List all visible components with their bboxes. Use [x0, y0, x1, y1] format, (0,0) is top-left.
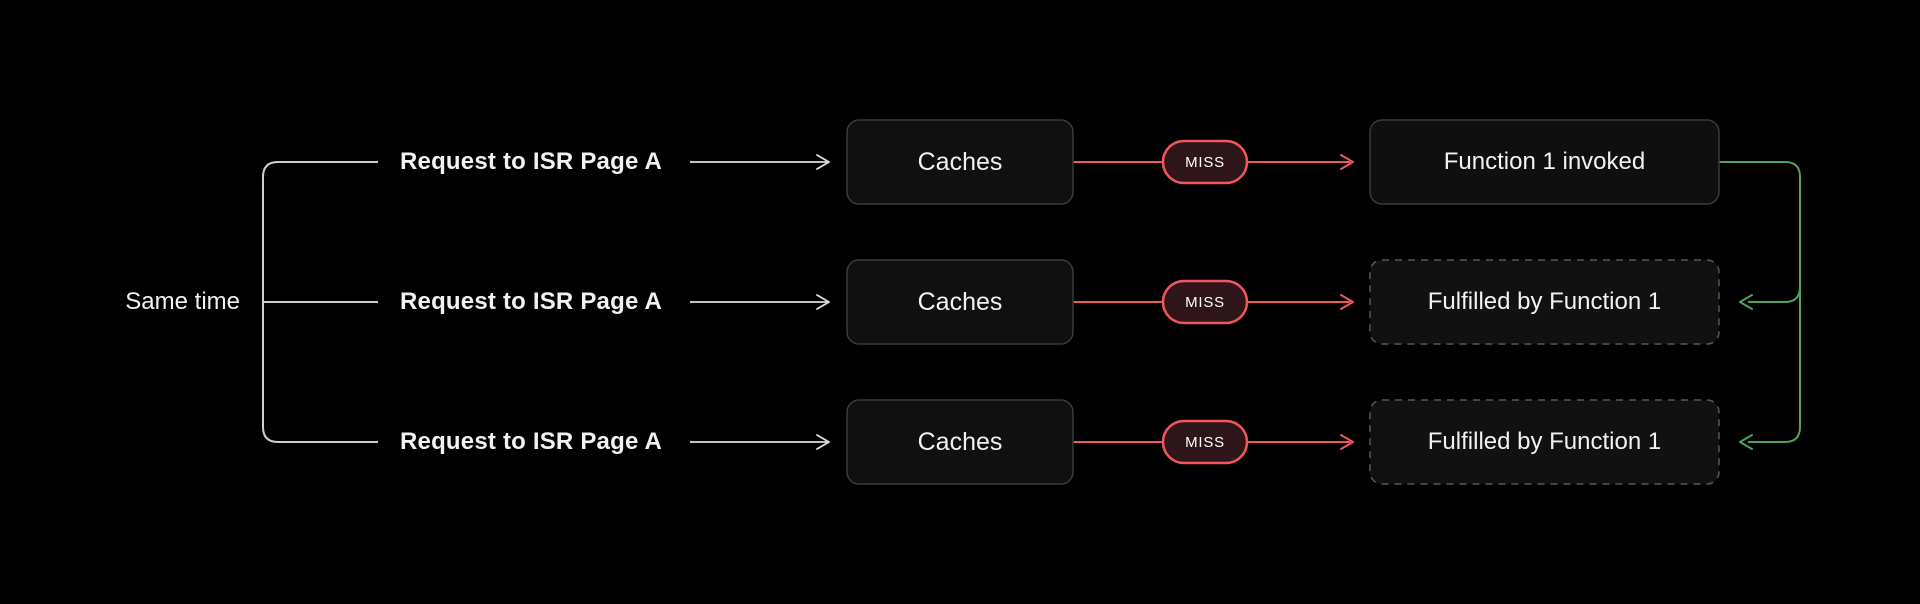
miss-label-row-2: MISS — [1185, 293, 1225, 311]
same-time-label: Same time — [125, 288, 240, 315]
result-label-row-3: Fulfilled by Function 1 — [1427, 428, 1662, 455]
request-arrow-row-3 — [690, 434, 830, 450]
arrow-right-icon — [1340, 434, 1354, 450]
request-label-row-1: Request to ISR Page A — [399, 148, 663, 175]
request-arrow-row-2 — [690, 294, 830, 310]
request-arrow-row-1 — [690, 154, 830, 170]
miss-connector-row-2 — [1073, 294, 1354, 310]
request-label-row-2: Request to ISR Page A — [399, 288, 663, 315]
arrow-right-icon — [816, 434, 830, 450]
arrow-right-icon — [1340, 154, 1354, 170]
cache-label-row-2: Caches — [917, 287, 1003, 316]
fulfilled-box-row-3 — [1369, 399, 1720, 485]
miss-badge-row-1 — [1161, 139, 1249, 185]
cache-label-row-3: Caches — [917, 427, 1003, 456]
miss-label-row-3: MISS — [1185, 433, 1225, 451]
function-invoked-box — [1369, 119, 1720, 205]
arrow-right-icon — [816, 154, 830, 170]
arrow-left-icon — [1739, 434, 1753, 450]
arrow-right-icon — [816, 294, 830, 310]
arrow-left-icon — [1739, 294, 1753, 310]
miss-connector-row-3 — [1073, 434, 1354, 450]
miss-connector-row-1 — [1073, 154, 1354, 170]
cache-box-row-3 — [846, 399, 1074, 485]
request-label-row-3: Request to ISR Page A — [399, 428, 663, 455]
miss-badge-row-3 — [1161, 419, 1249, 465]
function-return-connector — [1719, 161, 1801, 450]
cache-label-row-1: Caches — [917, 147, 1003, 176]
same-time-bracket — [262, 161, 378, 443]
miss-badge-row-2 — [1161, 279, 1249, 325]
result-label-row-2: Fulfilled by Function 1 — [1427, 288, 1662, 315]
result-label-row-1: Function 1 invoked — [1443, 148, 1646, 175]
cache-box-row-1 — [846, 119, 1074, 205]
fulfilled-box-row-2 — [1369, 259, 1720, 345]
arrow-right-icon — [1340, 294, 1354, 310]
cache-box-row-2 — [846, 259, 1074, 345]
miss-label-row-1: MISS — [1185, 153, 1225, 171]
